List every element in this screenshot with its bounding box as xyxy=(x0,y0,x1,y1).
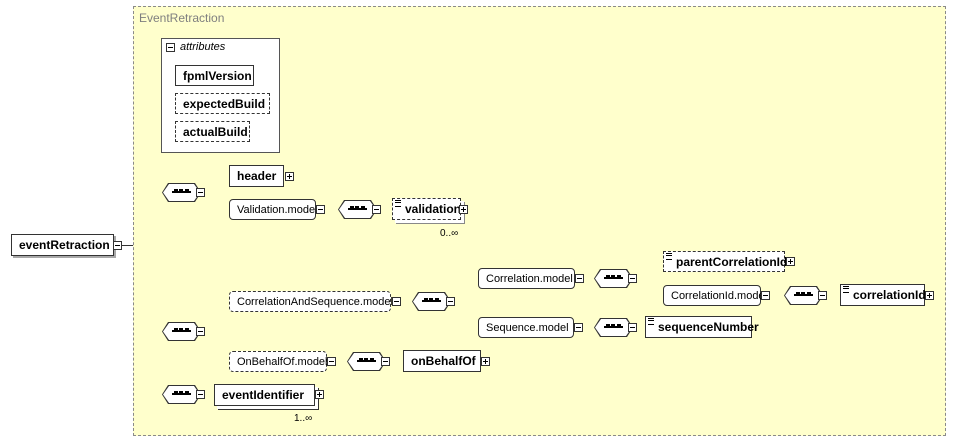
group-title: EventRetraction xyxy=(139,11,225,25)
sequence-compositor-2[interactable] xyxy=(162,322,201,341)
validation-expand-toggle[interactable] xyxy=(459,205,468,214)
text-content-icon xyxy=(843,286,849,293)
element-on-behalf-of[interactable]: onBehalfOf xyxy=(403,350,481,372)
sequence-compositor-correlation-and-sequence[interactable] xyxy=(412,292,451,311)
sequence-compositor-sequence[interactable] xyxy=(594,318,633,337)
element-sequence-number[interactable]: sequenceNumber xyxy=(645,316,759,338)
validation-occurrence: 0..∞ xyxy=(440,228,459,239)
attribute-expected-build[interactable]: expectedBuild xyxy=(175,93,270,114)
root-element-event-retraction[interactable]: eventRetraction xyxy=(11,234,114,256)
on-behalf-of-sequence-collapse-toggle[interactable] xyxy=(381,357,390,366)
event-identifier-expand-toggle[interactable] xyxy=(315,390,324,399)
attribute-actual-build[interactable]: actualBuild xyxy=(175,121,250,142)
sequence-compositor-on-behalf-of[interactable] xyxy=(347,352,386,371)
correlation-id-model-collapse-toggle[interactable] xyxy=(761,291,770,300)
attributes-collapse-toggle[interactable] xyxy=(166,43,175,52)
sequence-compositor-correlation-id[interactable] xyxy=(784,286,823,305)
sequence-1-collapse-toggle[interactable] xyxy=(196,188,205,197)
parent-correlation-id-expand-toggle[interactable] xyxy=(786,257,795,266)
correlation-id-expand-toggle[interactable] xyxy=(925,291,934,300)
group-sequence-model[interactable]: Sequence.model xyxy=(478,317,574,338)
text-content-icon xyxy=(395,200,401,207)
sequence-compositor-correlation[interactable] xyxy=(594,269,633,288)
element-event-identifier[interactable]: eventIdentifier xyxy=(214,384,315,406)
attributes-title: attributes xyxy=(180,41,226,53)
sequence-sequence-collapse-toggle[interactable] xyxy=(628,323,637,332)
element-parent-correlation-id[interactable]: parentCorrelationId xyxy=(663,251,787,272)
validation-sequence-collapse-toggle[interactable] xyxy=(372,205,381,214)
group-correlation-id-model[interactable]: CorrelationId.model xyxy=(663,285,767,306)
element-header[interactable]: header xyxy=(229,165,284,187)
element-validation[interactable]: validation xyxy=(392,198,461,220)
sequence-2-collapse-toggle[interactable] xyxy=(196,327,205,336)
event-identifier-occurrence: 1..∞ xyxy=(294,413,313,424)
on-behalf-of-model-collapse-toggle[interactable] xyxy=(327,357,336,366)
sequence-3-collapse-toggle[interactable] xyxy=(196,390,205,399)
sequence-compositor-3[interactable] xyxy=(162,385,201,404)
group-correlation-model[interactable]: Correlation.model xyxy=(478,268,575,289)
group-validation-model[interactable]: Validation.model xyxy=(229,199,318,220)
correlation-id-sequence-collapse-toggle[interactable] xyxy=(818,291,827,300)
validation-model-collapse-toggle[interactable] xyxy=(316,205,325,214)
text-content-icon xyxy=(666,253,672,260)
cas-sequence-collapse-toggle[interactable] xyxy=(446,297,455,306)
sequence-compositor-validation[interactable] xyxy=(338,200,377,219)
attribute-fpml-version[interactable]: fpmlVersion xyxy=(175,65,254,86)
correlation-model-collapse-toggle[interactable] xyxy=(575,274,584,283)
group-correlation-and-sequence-model[interactable]: CorrelationAndSequence.model xyxy=(229,291,393,312)
on-behalf-of-expand-toggle[interactable] xyxy=(481,357,490,366)
cas-model-collapse-toggle[interactable] xyxy=(392,297,401,306)
sequence-model-collapse-toggle[interactable] xyxy=(574,323,583,332)
element-correlation-id[interactable]: correlationId xyxy=(840,284,926,306)
sequence-compositor-1[interactable] xyxy=(162,183,201,202)
header-expand-toggle[interactable] xyxy=(285,172,294,181)
correlation-sequence-collapse-toggle[interactable] xyxy=(628,274,637,283)
root-collapse-toggle[interactable] xyxy=(113,241,122,250)
group-on-behalf-of-model[interactable]: OnBehalfOf.model xyxy=(229,351,328,372)
text-content-icon xyxy=(648,318,654,325)
